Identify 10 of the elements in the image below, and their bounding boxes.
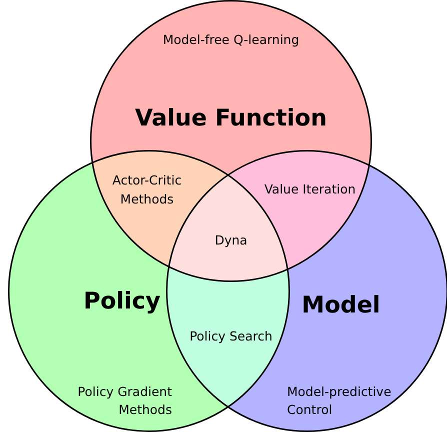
overlap-label: Policy Search <box>188 328 274 346</box>
overlap-label: Actor-Critic Methods <box>111 171 183 208</box>
circle-note: Model-free Q-learning <box>162 31 300 49</box>
overlap-label: Dyna <box>214 232 248 250</box>
overlap-label: Value Iteration <box>263 180 357 199</box>
circle-note: Policy Gradient Methods <box>76 383 172 420</box>
circle-title: Policy <box>83 287 161 316</box>
circle-title: Value Function <box>135 104 327 134</box>
circle-title: Model <box>302 291 380 320</box>
circle-note: Model-predictive Control <box>287 383 392 420</box>
